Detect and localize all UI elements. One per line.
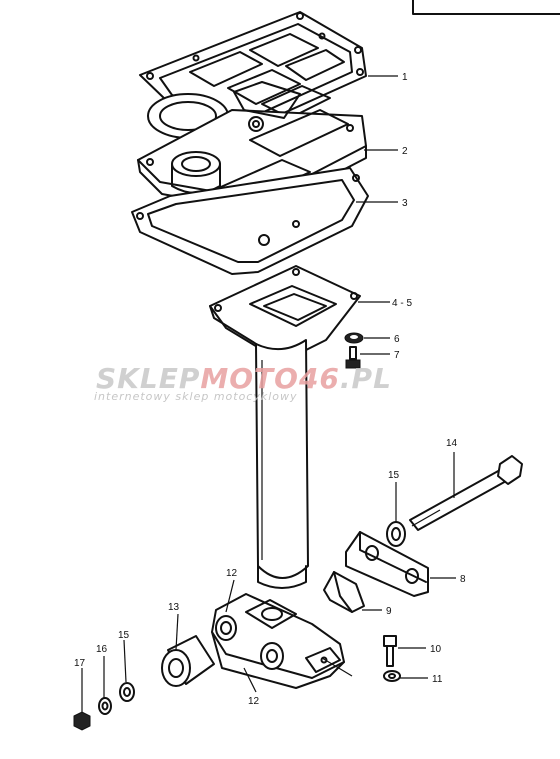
bolt-10 — [383, 635, 397, 667]
watermark-brand-pl: .PL — [340, 362, 392, 395]
callout-13: 13 — [168, 602, 180, 613]
plate-2 — [137, 81, 367, 213]
callout-14: 14 — [446, 438, 458, 449]
long-bolt-14 — [409, 455, 523, 531]
leader-lines — [81, 75, 456, 712]
lower-housing — [211, 593, 345, 689]
callout-labels: 1 2 3 4 - 5 6 7 8 9 10 11 12 12 13 14 15… — [74, 72, 466, 707]
callout-17: 17 — [74, 658, 86, 669]
washer-11 — [383, 670, 401, 682]
watermark-brand-moto: MOTO — [200, 362, 299, 395]
callout-10: 10 — [430, 644, 442, 655]
nut-17 — [73, 711, 91, 731]
washer-16 — [98, 697, 112, 715]
callout-7: 7 — [394, 350, 400, 361]
callout-12-top: 12 — [226, 568, 238, 579]
callout-11: 11 — [432, 674, 443, 685]
callout-12-bottom: 12 — [248, 696, 260, 707]
callout-3: 3 — [402, 198, 408, 209]
watermark-brand-sklep: SKLEP — [96, 362, 200, 395]
callout-1: 1 — [402, 72, 408, 83]
exhaust-tube — [209, 265, 361, 589]
washer-6 — [344, 332, 364, 344]
callout-4-5: 4 - 5 — [392, 298, 412, 309]
watermark: SKLEPMOTO46.PL internetowy sklep motocyk… — [94, 362, 392, 403]
washer-15 — [386, 521, 406, 547]
title-box-frame — [412, 0, 560, 15]
watermark-tagline: internetowy sklep motocyklowy — [94, 390, 298, 403]
mount-13 — [161, 635, 215, 687]
watermark-brand-46: 46 — [298, 362, 340, 395]
callout-2: 2 — [402, 146, 408, 157]
bolt-7 — [345, 346, 361, 369]
washer-15b — [119, 682, 135, 702]
clip-9 — [323, 571, 365, 613]
callout-8: 8 — [460, 574, 466, 585]
callout-6: 6 — [394, 334, 400, 345]
callout-16: 16 — [96, 644, 108, 655]
callout-15b: 15 — [118, 630, 130, 641]
callout-15: 15 — [388, 470, 400, 481]
callout-9: 9 — [386, 606, 392, 617]
bracket-8 — [345, 531, 429, 597]
gasket-3 — [131, 167, 369, 275]
svg-text:SKLEPMOTO46.PL: SKLEPMOTO46.PL — [96, 362, 392, 395]
